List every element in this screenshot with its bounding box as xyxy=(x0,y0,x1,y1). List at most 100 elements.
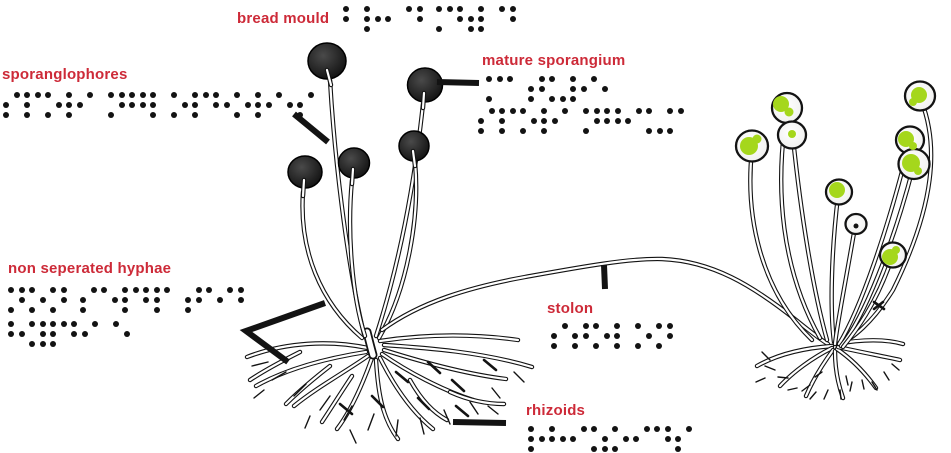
braille-dot xyxy=(266,112,272,118)
braille-dot xyxy=(45,92,51,98)
braille-dot xyxy=(385,16,391,22)
label-bread-mould: bread mould xyxy=(237,10,330,27)
braille-dot xyxy=(40,331,46,337)
braille-dot xyxy=(61,297,67,303)
braille-dot xyxy=(375,6,381,12)
braille-cell xyxy=(656,323,673,349)
right-rhizoids xyxy=(754,338,906,401)
braille-dot xyxy=(539,426,545,432)
braille-dot xyxy=(103,331,109,337)
braille-dot xyxy=(196,307,202,313)
braille-dot xyxy=(665,436,671,442)
braille-dot xyxy=(245,102,251,108)
braille-cell xyxy=(192,92,209,118)
braille-dot xyxy=(518,96,524,102)
braille-cell xyxy=(206,287,223,313)
braille-dot xyxy=(50,297,56,303)
braille-dot xyxy=(489,26,495,32)
braille-cell xyxy=(457,6,474,32)
braille-dot xyxy=(625,108,631,114)
braille-dot xyxy=(644,446,650,452)
braille-dot xyxy=(24,112,30,118)
braille-dot xyxy=(635,333,641,339)
braille-dot xyxy=(19,307,25,313)
braille-dot xyxy=(287,92,293,98)
braille-cell xyxy=(129,92,146,118)
braille-dot xyxy=(520,128,526,134)
braille-dot xyxy=(80,287,86,293)
braille-dot xyxy=(354,16,360,22)
braille-dot xyxy=(457,16,463,22)
braille-cell xyxy=(646,108,663,134)
braille-dot xyxy=(161,92,167,98)
braille-dot xyxy=(581,436,587,442)
braille-mature xyxy=(486,76,612,102)
braille-dot xyxy=(196,297,202,303)
braille-dot xyxy=(417,16,423,22)
braille-dot xyxy=(119,92,125,98)
braille-dot xyxy=(343,16,349,22)
braille-dot xyxy=(119,102,125,108)
braille-dot xyxy=(113,321,119,327)
braille-cell xyxy=(570,76,587,102)
braille-dot xyxy=(417,26,423,32)
label-stolon: stolon xyxy=(547,300,594,317)
braille-dot xyxy=(50,307,56,313)
braille-dot xyxy=(140,102,146,108)
braille-dot xyxy=(560,96,566,102)
braille-dot xyxy=(56,112,62,118)
braille-dot xyxy=(213,112,219,118)
braille-dot xyxy=(77,102,83,108)
braille-dot xyxy=(667,118,673,124)
braille-dot xyxy=(50,321,56,327)
braille-dot xyxy=(478,118,484,124)
braille-dot xyxy=(103,341,109,347)
braille-cell xyxy=(143,287,160,313)
braille-dot xyxy=(29,287,35,293)
braille-dot xyxy=(375,16,381,22)
braille-cell xyxy=(24,92,41,118)
braille-dot xyxy=(112,287,118,293)
braille-dot xyxy=(66,112,72,118)
braille-dot xyxy=(406,16,412,22)
braille-dot xyxy=(549,436,555,442)
braille-dot xyxy=(255,102,261,108)
braille-dot xyxy=(80,297,86,303)
braille-dot xyxy=(614,343,620,349)
braille-dot xyxy=(646,333,652,339)
braille-dot xyxy=(549,76,555,82)
braille-dot xyxy=(3,92,9,98)
left-rhizoid-hatching xyxy=(338,358,498,418)
braille-dot xyxy=(551,343,557,349)
braille-dot xyxy=(61,287,67,293)
braille-dot xyxy=(101,287,107,293)
braille-dot xyxy=(656,333,662,339)
braille-dot xyxy=(92,331,98,337)
braille-dot xyxy=(602,86,608,92)
braille-dot xyxy=(528,86,534,92)
braille-dot xyxy=(591,436,597,442)
braille-dot xyxy=(185,297,191,303)
braille-dot xyxy=(227,297,233,303)
braille-dot xyxy=(581,426,587,432)
braille-dot xyxy=(612,426,618,432)
braille-dot xyxy=(520,108,526,114)
braille-dot xyxy=(591,76,597,82)
braille-dot xyxy=(24,102,30,108)
braille-dot xyxy=(531,118,537,124)
braille-dot xyxy=(604,333,610,339)
braille-dot xyxy=(171,102,177,108)
braille-dot xyxy=(539,96,545,102)
braille-dot xyxy=(234,102,240,108)
braille-dot xyxy=(539,86,545,92)
pointer-rhizoids xyxy=(452,419,507,426)
braille-dot xyxy=(552,108,558,114)
braille-dot xyxy=(19,321,25,327)
braille-dot xyxy=(644,436,650,442)
braille-cell xyxy=(633,426,650,452)
braille-dot xyxy=(19,297,25,303)
braille-dot xyxy=(112,297,118,303)
braille-dot xyxy=(447,16,453,22)
braille-cell xyxy=(255,92,272,118)
braille-dot xyxy=(657,128,663,134)
